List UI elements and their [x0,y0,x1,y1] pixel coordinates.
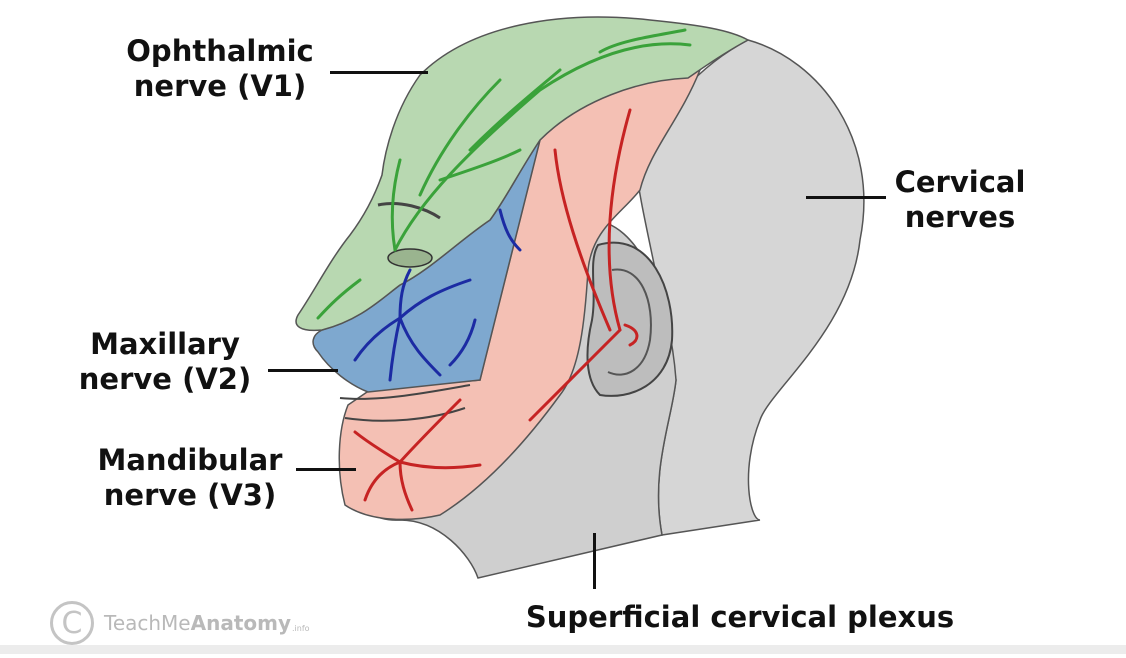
ophthalmic-leader-line [330,71,428,74]
cervical-label-line1: Cervical [894,165,1026,199]
watermark-brand-bold: Anatomy [190,611,292,635]
ophthalmic-label-line1: Ophthalmic [126,34,314,68]
bottom-band [0,645,1126,654]
plexus-leader-line [593,533,596,589]
mandibular-region [338,69,702,521]
maxillary-leader-line [268,369,338,372]
plexus-label: Superficial cervical plexus [525,600,955,634]
watermark-brand-light: TeachMe [104,611,191,635]
ophthalmic-label-line2: nerve (V1) [133,69,307,103]
watermark-suffix: .info [292,624,310,633]
ophthalmic-label: Ophthalmic nerve (V1) [110,34,330,104]
mandibular-nerve-branches [353,108,639,512]
maxillary-label-line1: Maxillary [90,327,240,361]
mandibular-label: Mandibular nerve (V3) [80,443,300,513]
ophthalmic-nerve-branches [316,28,692,320]
cervical-label: Cervical nerves [870,165,1050,235]
mandibular-leader-line [296,468,356,471]
watermark-brand: TeachMeAnatomy [104,611,291,635]
maxillary-nerve-branches [353,208,522,382]
copyright-icon: C [50,601,94,645]
ear-shape [586,241,674,397]
cervical-label-line2: nerves [904,200,1016,234]
mandibular-label-line1: Mandibular [97,443,283,477]
maxillary-label-line2: nerve (V2) [78,362,252,396]
cervical-leader-line [806,196,886,199]
mandibular-label-line2: nerve (V3) [103,478,277,512]
maxillary-label: Maxillary nerve (V2) [60,327,270,397]
watermark: C TeachMeAnatomy .info [50,596,310,650]
